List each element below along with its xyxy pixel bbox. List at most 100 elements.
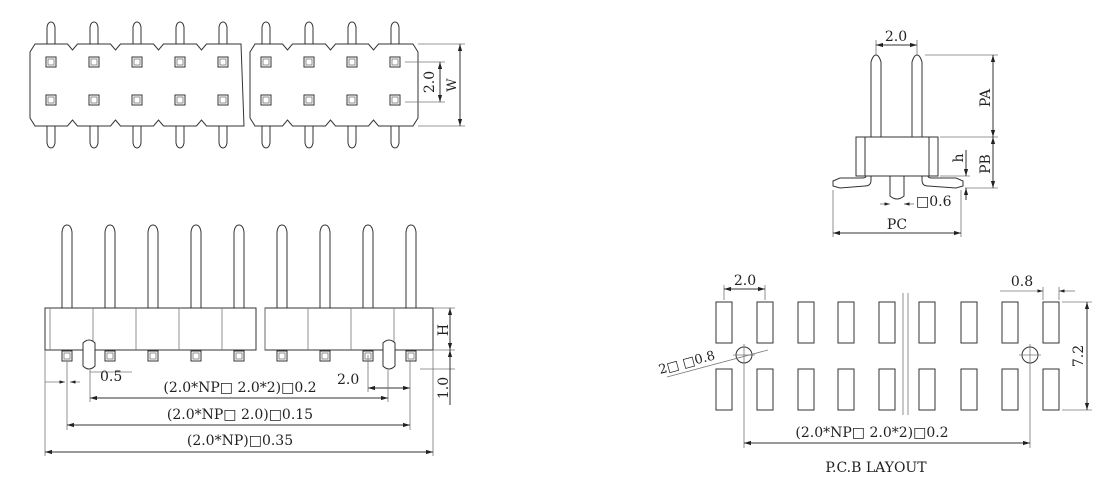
front-view-dimensions: H 1.0 0.5 2.0 (2.0*NP□ 2.0*2)□0.2 (2.0*N… xyxy=(44,307,455,456)
top-pin-upper xyxy=(218,21,228,45)
pcb-pad-top xyxy=(918,301,936,344)
top-body-left xyxy=(29,43,245,127)
front-tail xyxy=(319,350,331,362)
pin-square-inner xyxy=(90,58,98,66)
pin-square xyxy=(88,56,100,68)
pin-square xyxy=(346,56,358,68)
pin-square xyxy=(45,94,57,106)
front-pin xyxy=(319,224,331,309)
side-lead-right xyxy=(921,175,964,189)
pcb-pad-bottom xyxy=(715,368,733,411)
pin-square-inner xyxy=(176,58,184,66)
pin-square xyxy=(217,56,229,68)
pin-square xyxy=(346,94,358,106)
front-tail-inner xyxy=(63,352,71,360)
pin-square-inner xyxy=(176,96,184,104)
top-pin-lower xyxy=(304,125,314,149)
front-tail-inner xyxy=(106,352,114,360)
top-body-right xyxy=(249,43,419,127)
top-pin-upper xyxy=(46,21,56,45)
front-pin xyxy=(405,224,417,309)
top-pin-upper xyxy=(261,21,271,45)
side-pin-left xyxy=(870,54,882,138)
front-pin xyxy=(61,224,73,309)
pin-square xyxy=(174,56,186,68)
front-tail xyxy=(233,350,245,362)
pcb-pad-top xyxy=(878,301,896,344)
dim-middle-label: (2.0*NP□ 2.0)□0.15 xyxy=(167,407,313,423)
pcb-pad-top xyxy=(960,301,978,344)
pin-square-inner xyxy=(47,58,55,66)
height-label: H xyxy=(436,324,452,336)
top-pitch-label: 2.0 xyxy=(422,71,438,93)
front-tail-inner xyxy=(321,352,329,360)
pcb-pad-top xyxy=(797,301,815,344)
pin-square xyxy=(88,94,100,106)
pcb-pad-top xyxy=(715,301,733,344)
pcb-pad-top xyxy=(1001,301,1019,344)
pin-square-inner xyxy=(133,58,141,66)
pcb-pad-bottom xyxy=(1042,368,1060,411)
tail-length-label: 1.0 xyxy=(436,377,452,399)
front-pin xyxy=(233,224,245,309)
front-tail-inner xyxy=(192,352,200,360)
pcb-pad-top xyxy=(837,301,855,344)
front-tail-inner xyxy=(407,352,415,360)
top-pin-lower xyxy=(132,125,142,149)
pin-square xyxy=(260,56,272,68)
pad-width-label: 0.8 xyxy=(1011,274,1033,290)
top-pin-lower xyxy=(89,125,99,149)
top-pin-upper xyxy=(175,21,185,45)
front-pin xyxy=(276,224,288,309)
pcb-pitch-label: 2.0 xyxy=(734,273,756,289)
pin-square xyxy=(217,94,229,106)
pin-square-inner xyxy=(348,58,356,66)
pin-square-inner xyxy=(47,96,55,104)
front-tail xyxy=(147,350,159,362)
pcb-pad-top xyxy=(1042,301,1060,344)
pcb-layout-title: P.C.B LAYOUT xyxy=(825,460,927,476)
front-body-right xyxy=(264,307,434,351)
pcb-pad-bottom xyxy=(918,368,936,411)
top-pin-upper xyxy=(347,21,357,45)
pin-square xyxy=(174,94,186,106)
pc-label: PC xyxy=(887,217,907,233)
pin-square xyxy=(131,56,143,68)
top-view xyxy=(29,21,419,149)
pin-width-label: □0.6 xyxy=(916,194,952,210)
pa-label: PA xyxy=(978,88,994,107)
pcb-pad-top xyxy=(756,301,774,344)
pin-square-inner xyxy=(219,96,227,104)
front-tail xyxy=(276,350,288,362)
pin-square xyxy=(303,94,315,106)
pcb-pads xyxy=(715,301,1060,411)
hole-span-label: (2.0*NP□ 2.0*2)□0.2 xyxy=(795,425,948,441)
top-pin-lower xyxy=(46,125,56,149)
front-peg-left xyxy=(82,339,96,370)
top-pin-lower xyxy=(390,125,400,149)
dim-outer-label: (2.0*NP)□0.35 xyxy=(187,433,293,449)
top-pin-lower xyxy=(347,125,357,149)
top-pin-upper xyxy=(304,21,314,45)
pcb-pad-bottom xyxy=(756,368,774,411)
dim-inner-label: (2.0*NP□ 2.0*2)□0.2 xyxy=(163,380,316,396)
pin-square-inner xyxy=(391,58,399,66)
front-tail-inner xyxy=(149,352,157,360)
pin-square-inner xyxy=(348,96,356,104)
row-span-label: 7.2 xyxy=(1071,345,1087,367)
pin-square xyxy=(260,94,272,106)
pin-square-inner xyxy=(219,58,227,66)
top-pin-upper xyxy=(390,21,400,45)
top-pin-upper xyxy=(89,21,99,45)
side-center-pin xyxy=(889,175,905,200)
pb-label: PB xyxy=(978,154,994,174)
front-pin xyxy=(104,224,116,309)
pin-square-inner xyxy=(262,58,270,66)
width-label: W xyxy=(445,78,460,92)
pin-square xyxy=(303,56,315,68)
pin-square-inner xyxy=(305,58,313,66)
pin-square-inner xyxy=(391,96,399,104)
pin-square xyxy=(45,56,57,68)
side-pin-right xyxy=(911,54,923,138)
